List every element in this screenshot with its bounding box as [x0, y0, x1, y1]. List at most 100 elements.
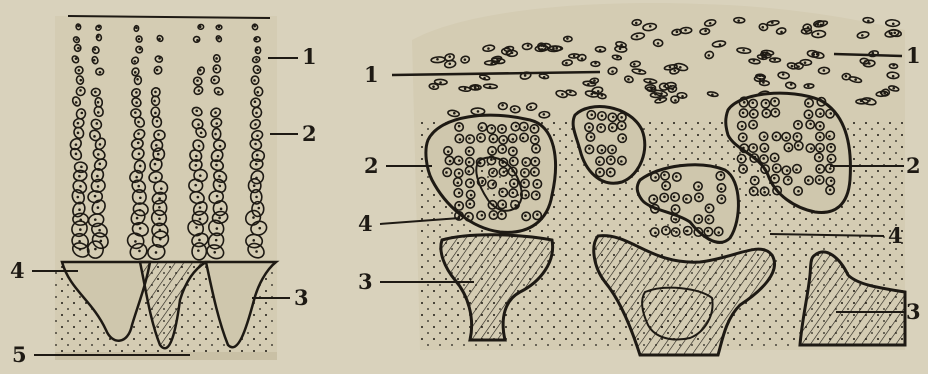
chondrocyte-nucleus: [256, 154, 259, 157]
flattened-chondrocyte-nucleus: [654, 93, 657, 96]
chondrocyte-nucleus: [139, 165, 142, 168]
flattened-chondrocyte-nucleus: [569, 91, 572, 94]
island-chondrocyte-nucleus: [786, 169, 789, 172]
flattened-chondrocyte-nucleus: [669, 85, 672, 88]
chondrocyte-nucleus: [255, 250, 258, 253]
island-chondrocyte-nucleus: [773, 100, 776, 103]
chondrocyte-nucleus: [98, 26, 101, 29]
flattened-chondrocyte-nucleus: [759, 78, 762, 81]
right-label-1-right: 1: [906, 43, 921, 68]
island-chondrocyte-nucleus: [818, 156, 821, 159]
island-chondrocyte-nucleus: [819, 136, 822, 139]
chondrocyte-nucleus: [199, 25, 202, 28]
island-chondrocyte-nucleus: [447, 150, 450, 153]
chondrocyte-nucleus: [258, 207, 261, 210]
flattened-chondrocyte-nucleus: [684, 29, 687, 32]
chondrocyte-nucleus: [253, 184, 256, 187]
island-chondrocyte-nucleus: [458, 172, 461, 175]
island-chondrocyte-nucleus: [830, 179, 833, 182]
chondrocyte-nucleus: [218, 185, 221, 188]
island-chondrocyte-nucleus: [515, 125, 518, 128]
chondrocyte-nucleus: [96, 122, 99, 125]
island-chondrocyte-nucleus: [752, 123, 755, 126]
island-chondrocyte-nucleus: [500, 213, 503, 216]
flattened-chondrocyte-nucleus: [868, 62, 871, 65]
island-chondrocyte-nucleus: [590, 136, 593, 139]
flattened-chondrocyte-nucleus: [453, 112, 456, 115]
right-label-3-left: 3: [358, 269, 373, 294]
chondrocyte-nucleus: [255, 112, 258, 115]
island-chondrocyte-nucleus: [774, 111, 777, 114]
chondrocyte-nucleus: [154, 91, 157, 94]
flattened-chondrocyte-nucleus: [448, 55, 451, 58]
chondrocyte-nucleus: [99, 143, 102, 146]
island-chondrocyte-nucleus: [707, 206, 710, 209]
chondrocyte-nucleus: [98, 229, 101, 232]
chondrocyte-nucleus: [198, 145, 201, 148]
island-chondrocyte-nucleus: [609, 171, 612, 174]
chondrocyte-nucleus: [137, 132, 140, 135]
chondrocyte-nucleus: [255, 163, 258, 166]
island-chondrocyte-nucleus: [720, 197, 723, 200]
flattened-chondrocyte-nucleus: [616, 56, 619, 59]
chondrocyte-nucleus: [195, 164, 198, 167]
chondrocyte-nucleus: [252, 239, 255, 242]
left-panel: 1 2 3 4 5: [10, 16, 317, 367]
island-chondrocyte-nucleus: [818, 179, 821, 182]
island-chondrocyte-nucleus: [754, 156, 757, 159]
island-chondrocyte-nucleus: [752, 113, 755, 116]
chondrocyte-nucleus: [136, 217, 139, 220]
flattened-chondrocyte-nucleus: [817, 33, 820, 36]
chondrocyte-nucleus: [154, 163, 157, 166]
chondrocyte-nucleus: [256, 48, 259, 51]
flattened-chondrocyte-nucleus: [791, 65, 794, 68]
flattened-chondrocyte-nucleus: [854, 78, 857, 81]
chondrocyte-nucleus: [79, 228, 82, 231]
island-chondrocyte-nucleus: [654, 232, 657, 235]
chondrocyte-nucleus: [195, 109, 198, 112]
chondrocyte-nucleus: [158, 206, 161, 209]
chondrocyte-nucleus: [97, 111, 100, 114]
flattened-chondrocyte-nucleus: [704, 30, 707, 33]
island-chondrocyte-nucleus: [491, 127, 494, 130]
island-chondrocyte-nucleus: [807, 102, 810, 105]
chondrocyte-nucleus: [79, 89, 82, 92]
island-chondrocyte-nucleus: [501, 190, 504, 193]
island-chondrocyte-nucleus: [697, 185, 700, 188]
island-chondrocyte-nucleus: [620, 160, 623, 163]
island-chondrocyte-nucleus: [829, 189, 832, 192]
flattened-chondrocyte-nucleus: [711, 93, 714, 96]
island-chondrocyte-nucleus: [459, 138, 462, 141]
island-chondrocyte-nucleus: [533, 127, 536, 130]
left-label-3: 3: [294, 285, 309, 310]
island-chondrocyte-nucleus: [467, 170, 470, 173]
island-chondrocyte-nucleus: [765, 102, 768, 105]
island-chondrocyte-nucleus: [654, 208, 657, 211]
flattened-chondrocyte-nucleus: [483, 77, 486, 80]
island-chondrocyte-nucleus: [787, 178, 790, 181]
chondrocyte-nucleus: [98, 163, 101, 166]
chondrocyte-nucleus: [197, 249, 200, 252]
chondrocyte-nucleus: [75, 101, 78, 104]
chondrocyte-nucleus: [79, 185, 82, 188]
chondrocyte-nucleus: [158, 57, 161, 60]
island-chondrocyte-nucleus: [741, 125, 744, 128]
chondrocyte-nucleus: [258, 227, 261, 230]
flattened-chondrocyte-nucleus: [464, 87, 467, 90]
flattened-chondrocyte-nucleus: [709, 22, 712, 25]
island-chondrocyte-nucleus: [458, 125, 461, 128]
island-chondrocyte-nucleus: [675, 175, 678, 178]
chondrocyte-nucleus: [135, 91, 138, 94]
left-label-2: 2: [302, 121, 317, 146]
island-chondrocyte-nucleus: [523, 181, 526, 184]
island-chondrocyte-nucleus: [775, 135, 778, 138]
flattened-chondrocyte-nucleus: [674, 99, 677, 102]
flattened-chondrocyte-nucleus: [448, 62, 451, 65]
island-chondrocyte-nucleus: [512, 191, 515, 194]
chondrocyte-nucleus: [157, 133, 160, 136]
island-chondrocyte-nucleus: [720, 174, 723, 177]
island-chondrocyte-nucleus: [524, 214, 527, 217]
island-chondrocyte-nucleus: [513, 182, 516, 185]
flattened-chondrocyte-nucleus: [573, 55, 576, 58]
chondrocyte-nucleus: [218, 217, 221, 220]
